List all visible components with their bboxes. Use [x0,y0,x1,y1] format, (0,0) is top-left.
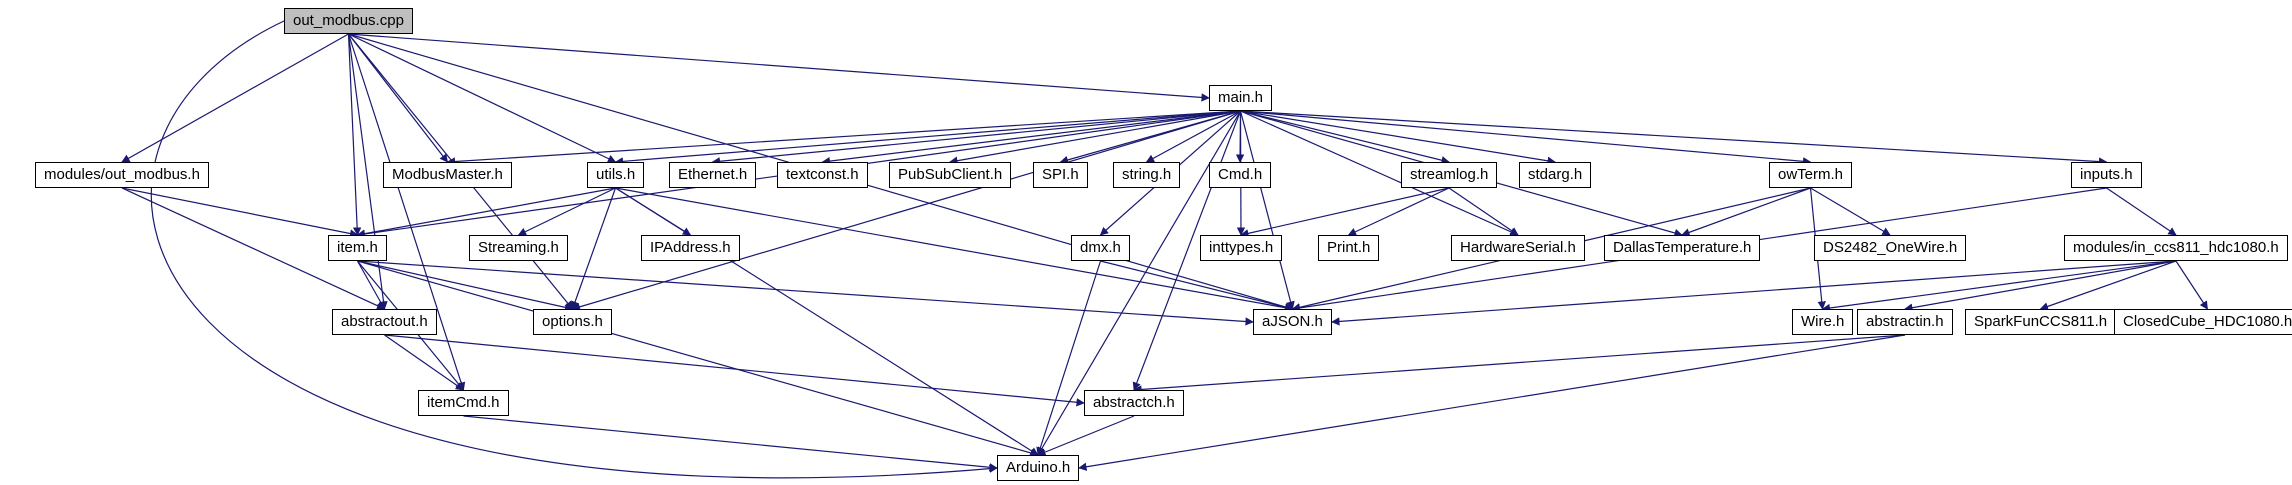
edge-main_h-ajson_h [1239,110,1295,310]
edge-in_ccs811_h-ajson_h [1331,260,2177,326]
edge-main_h-owterm_h [1240,110,1812,166]
node-modbusmaster_h[interactable]: ModbusMaster.h [383,162,512,188]
edge-abstractout_h-itemcmd_h [384,334,465,391]
edge-in_ccs811_h-sparkfunccs811_h [2039,260,2177,311]
edge-modules_out_modbus_h-abstractout_h [121,187,386,310]
edge-item_h-abstractout_h [356,260,386,310]
node-hardwareserial_h[interactable]: HardwareSerial.h [1451,235,1585,261]
edge-out_modbus_cpp-modbusmaster_h [348,33,449,163]
edge-dmx_h-ajson_h [1100,260,1294,312]
node-ipaddress_h[interactable]: IPAddress.h [641,235,740,261]
edge-utils_h-options_h [571,187,617,310]
edge-abstractin_h-abstractch_h [1133,334,1906,394]
node-itemcmd_h[interactable]: itemCmd.h [418,390,509,416]
edge-utils_h-arduino_h [615,187,1039,456]
edge-in_ccs811_h-closedcube_h [2175,260,2209,310]
edge-itemcmd_h-arduino_h [463,415,998,472]
node-textconst_h[interactable]: textconst.h [777,162,868,188]
node-utils_h[interactable]: utils.h [587,162,645,188]
edge-abstractch_h-arduino_h [1037,415,1135,457]
edge-main_h-hardwareserial_h [1240,110,1519,236]
node-string_h[interactable]: string.h [1113,162,1181,188]
node-abstractch_h[interactable]: abstractch.h [1084,390,1184,416]
edge-out_modbus_cpp-utils_h [348,33,617,163]
node-closedcube_h[interactable]: ClosedCube_HDC1080.h [2114,309,2292,335]
node-ethernet_h[interactable]: Ethernet.h [669,162,757,188]
edge-in_ccs811_h-abstractin_h [1904,260,2177,312]
edge-main_h-options_h [571,110,1241,311]
node-owterm_h[interactable]: owTerm.h [1769,162,1853,188]
edge-in_ccs811_h-wire_h [1821,260,2177,313]
edge-out_modbus_cpp-arduino_h [150,20,998,479]
edge-out_modbus_cpp-itemcmd_h [347,33,466,391]
node-inttypes_h[interactable]: inttypes.h [1200,235,1283,261]
edge-owterm_h-ds2482_onewire_h [1810,187,1891,236]
edge-modules_out_modbus_h-item_h [121,187,359,238]
edge-main_h-pubsubclient_h [949,110,1241,165]
node-dmx_h[interactable]: dmx.h [1071,235,1130,261]
edge-main_h-modbusmaster_h [446,110,1241,166]
edge-item_h-ajson_h [357,260,1254,326]
edge-main_h-utils_h [614,110,1241,166]
edge-utils_h-item_h [356,187,616,238]
node-ajson_h[interactable]: aJSON.h [1253,309,1332,335]
edge-abstractin_h-arduino_h [1078,334,1906,471]
edge-streamlog_h-print_h [1347,187,1450,236]
node-streamlog_h[interactable]: streamlog.h [1401,162,1498,188]
node-abstractout_h[interactable]: abstractout.h [332,309,437,335]
edge-item_h-arduino_h [357,260,1039,457]
node-streaming_h[interactable]: Streaming.h [469,235,568,261]
node-ds2482_onewire_h[interactable]: DS2482_OneWire.h [1814,235,1967,261]
edge-utils_h-streaming_h [517,187,616,236]
edge-main_h-streamlog_h [1240,110,1450,165]
edge-main_h-textconst_h [821,110,1241,166]
edge-main_h-inputs_h [1240,110,2108,166]
edge-main_h-abstractch_h [1132,110,1242,391]
node-print_h[interactable]: Print.h [1318,235,1380,261]
edge-out_modbus_cpp-abstractout_h [347,33,388,310]
edge-out_modbus_cpp-item_h [347,33,362,236]
edge-inputs_h-in_ccs811_h [2106,187,2177,236]
node-main_h[interactable]: main.h [1209,85,1273,111]
edge-streamlog_h-hardwareserial_h [1448,187,1519,236]
edge-dmx_h-arduino_h [1036,260,1102,456]
edge-owterm_h-dallastemperature_h [1681,187,1811,237]
edge-main_h-stdarg_h [1240,110,1556,165]
edge-item_h-options_h [357,260,574,312]
node-in_ccs811_h[interactable]: modules/in_ccs811_hdc1080.h [2064,235,2288,261]
node-arduino_h[interactable]: Arduino.h [997,455,1080,481]
edge-main_h-arduino_h [1037,110,1242,456]
edge-abstractout_h-abstractch_h [384,334,1085,407]
edge-main_h-string_h [1145,110,1241,163]
node-modules_out_modbus_h[interactable]: modules/out_modbus.h [35,162,209,188]
node-abstractin_h[interactable]: abstractin.h [1857,309,1953,335]
edge-out_modbus_cpp-modules_out_modbus_h [121,33,349,163]
edge-main_h-ethernet_h [711,110,1241,166]
node-spi_h[interactable]: SPI.h [1033,162,1088,188]
edge-streamlog_h-inttypes_h [1240,187,1450,238]
node-wire_h[interactable]: Wire.h [1792,309,1854,335]
node-dallastemperature_h[interactable]: DallasTemperature.h [1604,235,1761,261]
node-out_modbus_cpp: out_modbus.cpp [284,8,413,34]
node-sparkfunccs811_h[interactable]: SparkFunCCS811.h [1965,309,2117,335]
node-options_h[interactable]: options.h [533,309,612,335]
edge-out_modbus_cpp-main_h [348,33,1210,102]
node-item_h[interactable]: item.h [328,235,387,261]
node-cmd_h[interactable]: Cmd.h [1209,162,1272,188]
node-inputs_h[interactable]: inputs.h [2071,162,2142,188]
edge-utils_h-ajson_h [615,187,1294,312]
node-stdarg_h[interactable]: stdarg.h [1519,162,1592,188]
node-pubsubclient_h[interactable]: PubSubClient.h [889,162,1012,188]
